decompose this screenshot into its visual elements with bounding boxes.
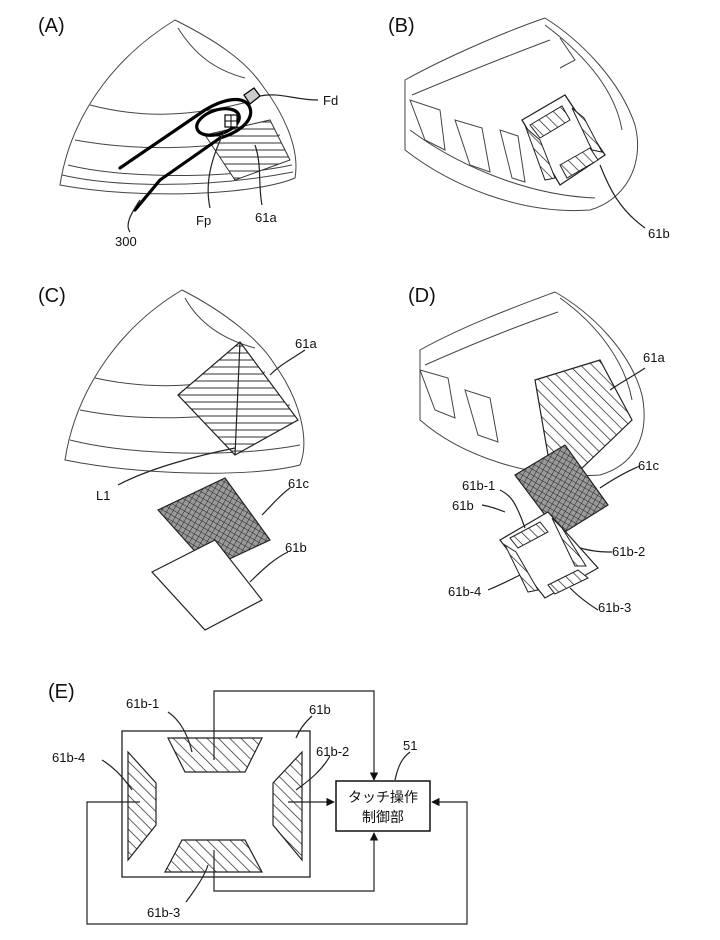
label-61b-2-d: 61b-2 xyxy=(612,544,645,559)
label-l1: L1 xyxy=(96,488,110,503)
label-61b-1-d: 61b-1 xyxy=(462,478,495,493)
middle-panel-c xyxy=(157,477,271,569)
panel-label-e: (E) xyxy=(48,681,75,703)
front-panel-d xyxy=(534,359,633,471)
label-61c-c: 61c xyxy=(288,476,309,491)
region-61b-4-e xyxy=(127,750,157,862)
label-61b-4-d: 61b-4 xyxy=(448,584,481,599)
label-61b-3-e: 61b-3 xyxy=(147,905,180,920)
controller-label-line2: 制御部 xyxy=(362,810,404,826)
finger-300 xyxy=(118,98,253,212)
label-300: 300 xyxy=(115,234,137,249)
panel-label-d: (D) xyxy=(408,285,436,307)
region-61b-1-e xyxy=(167,737,263,773)
front-touch-panel-a xyxy=(204,119,291,181)
controller-housing-b xyxy=(404,17,639,212)
region-61b-3-d xyxy=(547,569,589,595)
controller-housing-d xyxy=(419,291,645,477)
region-61b-2-e xyxy=(272,750,303,862)
controller-housing-c xyxy=(64,289,305,474)
signal-line-61b-1 xyxy=(213,690,379,781)
signal-line-61b-4 xyxy=(86,797,468,925)
region-61b-2-d xyxy=(551,517,587,567)
label-fp: Fp xyxy=(196,213,211,228)
panel-label-c: (C) xyxy=(38,285,66,307)
label-61a-c: 61a xyxy=(295,336,317,351)
middle-panel-d xyxy=(514,444,609,536)
label-61b-1-e: 61b-1 xyxy=(126,696,159,711)
label-61a-a: 61a xyxy=(255,210,277,225)
line-l1 xyxy=(234,341,241,456)
panel-b: (B) 61b xyxy=(388,15,670,241)
panel-label-b: (B) xyxy=(388,15,415,37)
controller-housing-a xyxy=(59,19,297,195)
label-61b-e: 61b xyxy=(309,702,331,717)
back-panel-c xyxy=(151,539,263,631)
touch-operation-control-unit xyxy=(335,780,431,832)
label-61b-b: 61b xyxy=(648,226,670,241)
panel-c: (C) 61a L1 61c 61b xyxy=(38,285,317,631)
label-61b-3-d: 61b-3 xyxy=(598,600,631,615)
region-61b-4-d xyxy=(503,543,539,593)
panel-e: (E) タッチ操作 制御部 61b-1 61b 61b-2 61b-4 61b-… xyxy=(48,681,468,925)
panel-a: (A) Fd Fp 61a 300 xyxy=(38,15,338,249)
label-61b-d: 61b xyxy=(452,498,474,513)
region-61b-1-d xyxy=(509,521,549,549)
label-fd: Fd xyxy=(323,93,338,108)
controller-label-line1: タッチ操作 xyxy=(348,790,418,806)
signal-line-61b-3 xyxy=(213,832,379,892)
label-61c-d: 61c xyxy=(638,458,659,473)
label-51: 51 xyxy=(403,738,417,753)
label-61b-4-e: 61b-4 xyxy=(52,750,85,765)
label-61b-c: 61b xyxy=(285,540,307,555)
panel-d: (D) 61a 61c 61b 61b-1 61b-2 61b-4 61b-3 xyxy=(408,285,665,615)
panel-label-a: (A) xyxy=(38,15,65,37)
label-61b-2-e: 61b-2 xyxy=(316,744,349,759)
label-61a-d: 61a xyxy=(643,350,665,365)
